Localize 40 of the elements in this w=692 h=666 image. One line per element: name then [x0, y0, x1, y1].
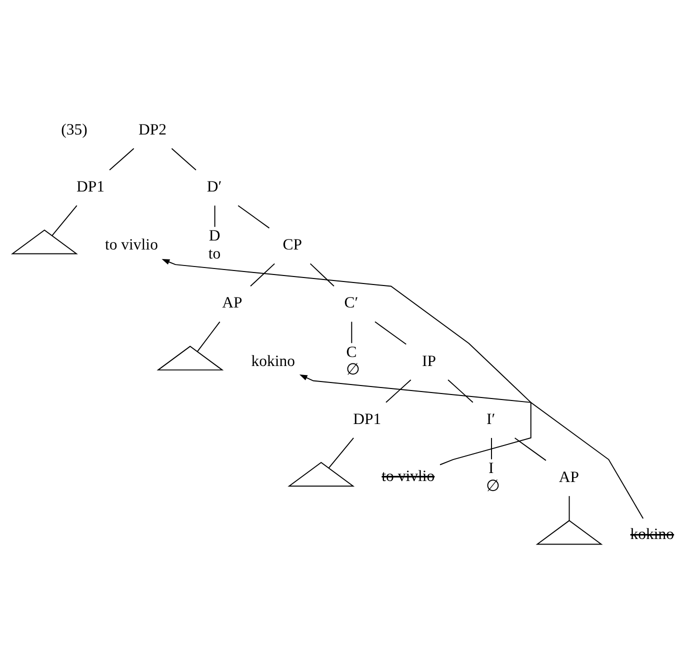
- connector: [568, 495, 570, 520]
- node-text: to vivlio: [105, 236, 158, 254]
- node-text: AP: [558, 468, 580, 486]
- connector: [351, 320, 352, 344]
- node-text: CP: [282, 236, 302, 254]
- connector: [386, 378, 412, 402]
- node-text: DP2: [138, 120, 166, 138]
- connector: [490, 436, 492, 460]
- connector: [171, 148, 196, 170]
- node-text: D′: [206, 178, 222, 196]
- connector: [374, 320, 407, 344]
- node-triangle: [10, 229, 78, 254]
- node-text: I′: [486, 410, 496, 428]
- connector: [328, 436, 354, 468]
- node-text: C′: [344, 294, 358, 312]
- node-text: DP1: [76, 178, 104, 196]
- connector: [214, 204, 216, 227]
- connector: [250, 262, 276, 286]
- node-text: D to: [208, 227, 221, 262]
- arrow: [299, 374, 644, 519]
- connector: [448, 378, 474, 402]
- node-text: DP1: [353, 410, 382, 428]
- label: (35): [61, 120, 88, 138]
- node-text: AP: [222, 294, 242, 312]
- connector: [109, 148, 134, 170]
- node-text: I ∅: [486, 460, 500, 494]
- node-text: kokino: [630, 526, 674, 543]
- connector: [514, 436, 546, 460]
- arrow: [162, 258, 532, 465]
- node-triangle: [536, 519, 603, 544]
- connector: [52, 204, 78, 236]
- connector: [196, 320, 220, 352]
- node-text: IP: [422, 352, 436, 370]
- connector: [238, 204, 270, 228]
- node-triangle: [156, 345, 224, 370]
- connector: [310, 262, 334, 286]
- node-text: C ∅: [346, 343, 360, 378]
- node-text: kokino: [251, 352, 295, 370]
- node-text: to vivlio: [382, 468, 435, 484]
- node-triangle: [288, 461, 355, 486]
